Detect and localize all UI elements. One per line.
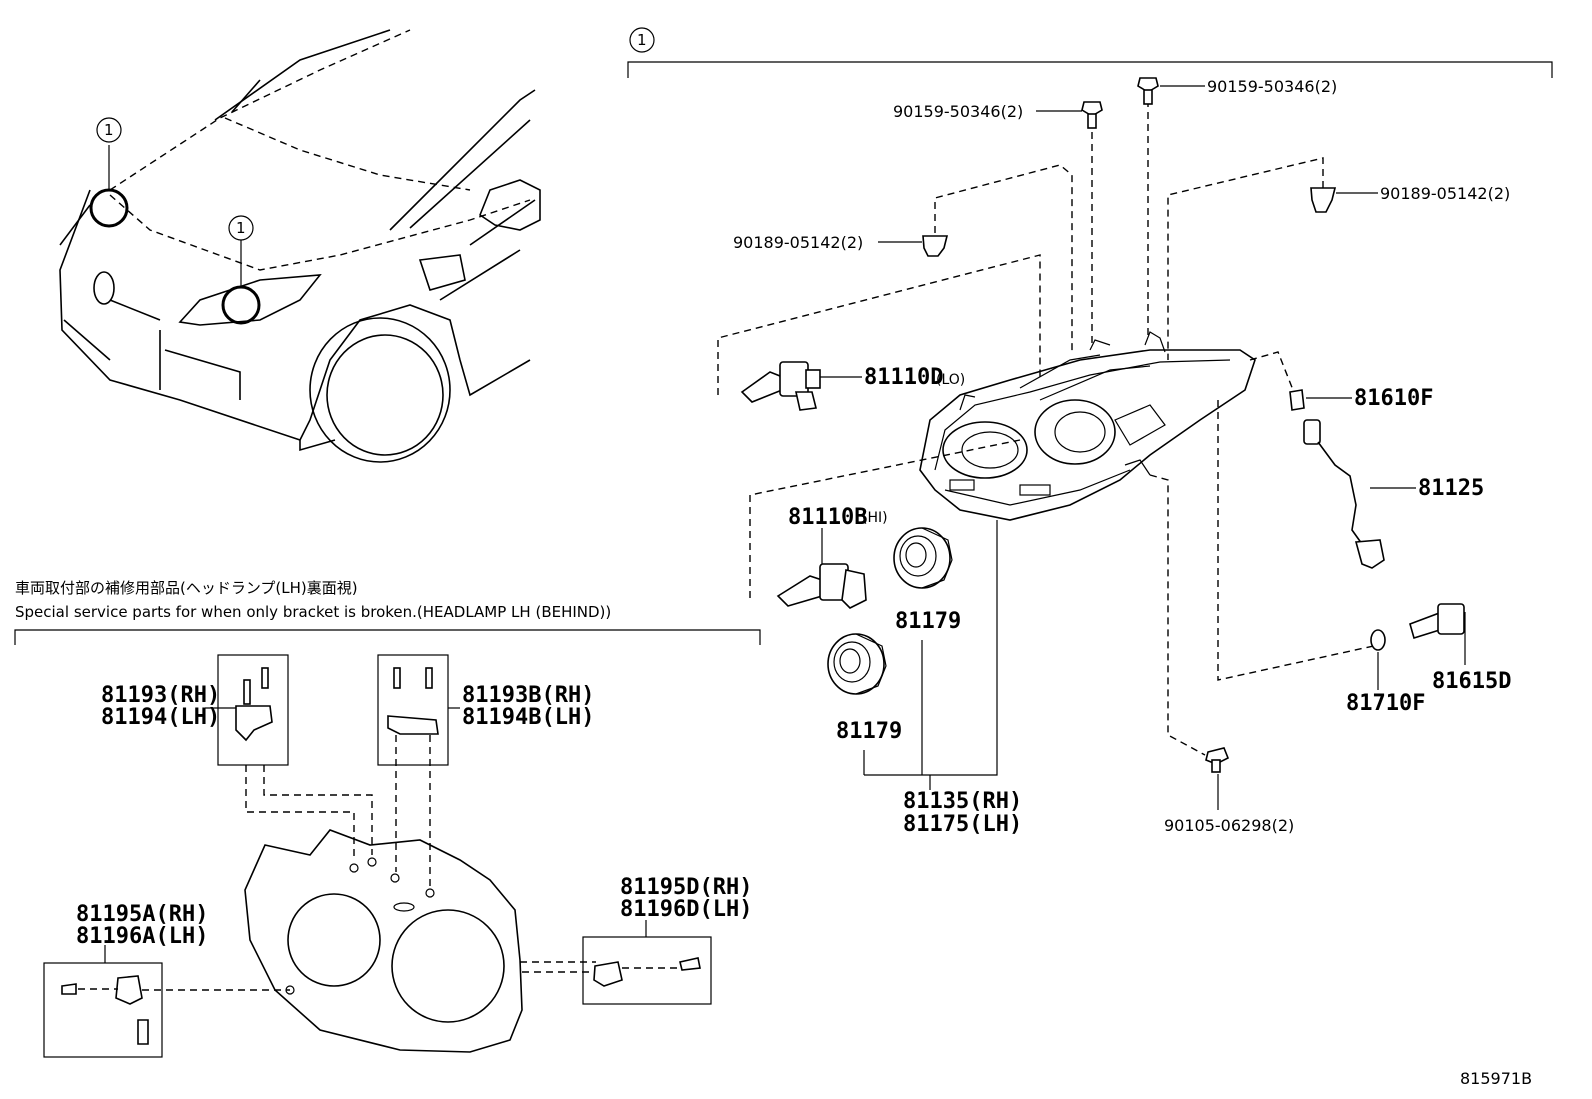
bulb-small-icon	[1370, 629, 1386, 651]
bolt-top-right-icon	[1137, 77, 1159, 105]
bulb-hi-icon	[776, 563, 867, 609]
label-cap-upper: 81179	[895, 609, 961, 634]
label-bulb-hi: 81110B	[788, 505, 867, 530]
label-bulb-lo: 81110D	[864, 365, 943, 390]
label-bolt-top-right: 90159-50346(2)	[1207, 77, 1337, 96]
bulb-side-icon	[1409, 603, 1465, 640]
screw-bottom-icon	[1205, 747, 1230, 773]
leader-lines	[717, 100, 1379, 756]
label-assy-rh: 81135(RH)	[903, 789, 1022, 814]
label-bracket-c-lh: 81196A(LH)	[76, 924, 208, 949]
label-bracket-d-lh: 81196D(LH)	[620, 897, 752, 922]
label-bulb-hi-suffix: (HI)	[862, 510, 888, 526]
bracket-group-line	[14, 629, 761, 645]
bolt-top-left-icon	[1081, 101, 1103, 129]
bracket-c-box	[43, 962, 163, 1058]
bracket-b-icon	[387, 667, 439, 735]
label-wire: 81125	[1418, 476, 1484, 501]
label-bulb-lo-suffix: (LO)	[936, 372, 965, 388]
label-socket: 81610F	[1354, 386, 1433, 411]
bracket-a-icon	[235, 667, 273, 742]
bracket-c-icon	[61, 975, 149, 1045]
label-screw-bottom: 90105-06298(2)	[1164, 816, 1294, 835]
label-bracket-a-lh: 81194(LH)	[101, 705, 220, 730]
bracket-a-box	[217, 654, 289, 766]
headlamp-assembly	[919, 331, 1256, 521]
socket-icon	[1289, 389, 1305, 411]
label-bracket-d-rh: 81195D(RH)	[620, 875, 752, 900]
diagram-code: 815971B	[1460, 1069, 1532, 1088]
callout-marker: 1	[104, 121, 114, 139]
bulb-lo-icon	[740, 361, 821, 411]
cap-lower-icon	[827, 633, 887, 695]
cap-upper-icon	[893, 527, 953, 589]
bracket-d-box	[582, 936, 712, 1005]
label-cap-lower: 81179	[836, 719, 902, 744]
label-bracket-c-rh: 81195A(RH)	[76, 902, 208, 927]
clip-right-icon	[1310, 187, 1337, 213]
label-bolt-top-left: 90159-50346(2)	[893, 102, 1023, 121]
callout-marker: 1	[236, 219, 246, 237]
label-bracket-b-lh: 81194B(LH)	[462, 705, 594, 730]
label-bracket-b-rh: 81193B(RH)	[462, 683, 594, 708]
bracket-b-box	[377, 654, 449, 766]
label-bracket-a-rh: 81193(RH)	[101, 683, 220, 708]
bracket-d-icon	[593, 957, 701, 987]
callout-marker: 1	[637, 31, 647, 49]
assembly-group-bracket: 1	[627, 27, 1553, 78]
label-clip-left: 90189-05142(2)	[733, 233, 863, 252]
headlamp-back-housing	[244, 829, 523, 1053]
label-assy-lh: 81175(LH)	[903, 812, 1022, 837]
note-english: Special service parts for when only brac…	[15, 603, 611, 621]
label-clip-right: 90189-05142(2)	[1380, 184, 1510, 203]
vehicle-front-illustration: 1 1	[59, 29, 541, 463]
clip-left-icon	[922, 235, 949, 257]
label-bulb-small: 81710F	[1346, 691, 1425, 716]
label-bulb-side: 81615D	[1432, 669, 1511, 694]
wire-harness-icon	[1303, 419, 1385, 569]
note-japanese: 車両取付部の補修用部品(ヘッドランプ(LH)裏面視)	[15, 579, 358, 597]
